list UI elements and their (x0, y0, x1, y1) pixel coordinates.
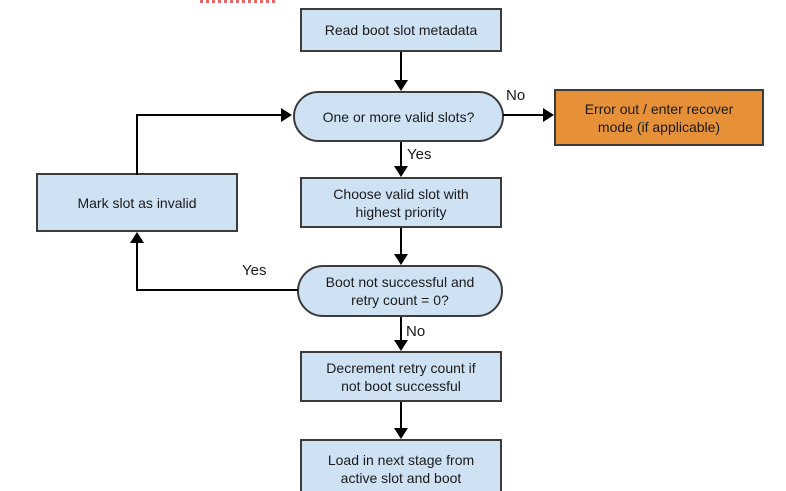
decision-boot-not-successful-retry-zero: Boot not successful and retry count = 0? (297, 265, 503, 317)
arrowhead-down-icon (394, 80, 408, 91)
arrowhead-right-icon (543, 108, 554, 122)
edge-mark-to-validslots-vertical-line (136, 115, 138, 175)
red-dashed-artifact (200, 0, 277, 3)
node-load-next-stage: Load in next stage from active slot and … (300, 439, 502, 491)
edge-decrement-to-load-line (400, 402, 402, 430)
arrowhead-down-icon (394, 166, 408, 177)
edge-label-boot-retry-no: No (406, 323, 426, 340)
edge-validslots-yes-to-choose-line (400, 142, 402, 168)
edge-bootretry-yes-horizontal-line (136, 289, 298, 291)
arrowhead-down-icon (394, 428, 408, 439)
edge-label-valid-slots-no: No (506, 87, 526, 104)
edge-label-valid-slots-yes: Yes (407, 146, 432, 163)
edge-choose-to-bootretry-line (400, 228, 402, 256)
edge-read-to-validslots-line (400, 52, 402, 82)
edge-label-boot-retry-yes: Yes (242, 262, 267, 279)
arrowhead-right-icon (281, 108, 292, 122)
decision-one-or-more-valid-slots: One or more valid slots? (293, 91, 504, 142)
node-choose-valid-slot: Choose valid slot with highest priority (300, 177, 502, 228)
arrowhead-up-icon (130, 232, 144, 243)
edge-mark-to-validslots-horizontal-line (136, 114, 284, 116)
node-read-boot-slot-metadata: Read boot slot metadata (300, 8, 502, 52)
node-mark-slot-invalid: Mark slot as invalid (36, 173, 238, 232)
edge-validslots-no-to-error-line (503, 114, 545, 116)
edge-bootretry-yes-vertical-line (136, 241, 138, 291)
edge-bootretry-no-to-decrement-line (400, 317, 402, 342)
node-decrement-retry-count: Decrement retry count if not boot succes… (300, 351, 502, 402)
arrowhead-down-icon (394, 254, 408, 265)
arrowhead-down-icon (394, 340, 408, 351)
node-error-out-recover-mode: Error out / enter recover mode (if appli… (554, 89, 764, 146)
